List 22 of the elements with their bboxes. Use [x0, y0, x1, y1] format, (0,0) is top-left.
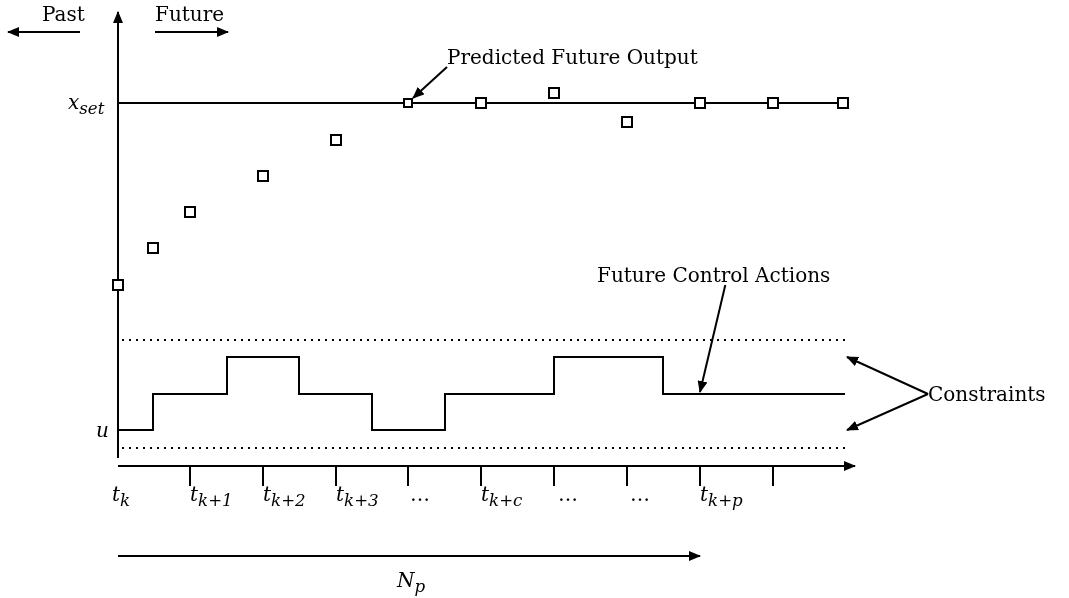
output-marker — [403, 98, 413, 108]
tick-label: t$_{k+2}$ — [263, 484, 306, 510]
horizon-label: N$_{p}$ — [397, 570, 426, 596]
tick-label: … — [558, 484, 578, 504]
tick-label: t$_{k+3}$ — [336, 484, 379, 510]
leader-line — [412, 66, 448, 99]
annotation-text: Predicted Future Output — [447, 47, 698, 67]
direction-label: Past — [42, 4, 85, 24]
tick-label: … — [630, 484, 650, 504]
tick-label: t$_{k+1}$ — [190, 484, 233, 510]
tick-label: t$_{k+c}$ — [481, 484, 523, 510]
tick-label: t$_{k}$ — [112, 484, 131, 510]
leader-line — [697, 284, 727, 393]
leader-line — [846, 393, 929, 431]
tick-label: … — [410, 484, 430, 504]
annotation-text: Future Control Actions — [597, 265, 831, 285]
leader-line — [846, 356, 929, 395]
axis-label: u — [96, 420, 109, 440]
direction-label: Future — [155, 4, 225, 24]
axis-label: x$_{set}$ — [68, 92, 105, 118]
tick-label: t$_{k+p}$ — [700, 484, 743, 510]
annotation-text: Constraints — [928, 384, 1046, 404]
